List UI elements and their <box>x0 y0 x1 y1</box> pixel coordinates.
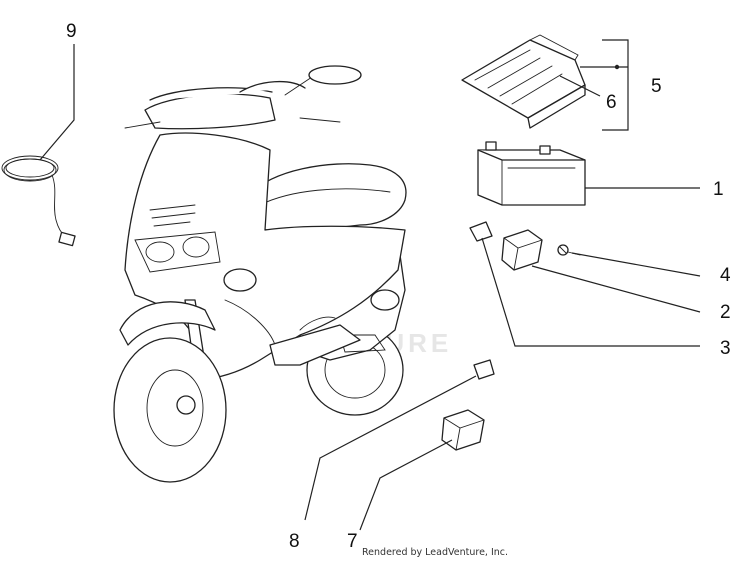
callout-2: 2 <box>720 302 731 323</box>
part-1-battery <box>477 141 586 206</box>
render-credit: Rendered by LeadVenture, Inc. <box>362 547 508 558</box>
callout-9: 9 <box>66 21 77 42</box>
scooter-illustration <box>113 65 407 483</box>
callout-5: 5 <box>651 76 662 97</box>
part-3-clip <box>469 221 493 242</box>
callout-8: 8 <box>289 531 300 552</box>
callout-6: 6 <box>606 92 617 113</box>
callout-3: 3 <box>720 338 731 359</box>
callout-1: 1 <box>713 179 724 200</box>
callout-labels: 9 5 6 1 4 2 3 8 7 <box>66 21 731 552</box>
callout-7: 7 <box>347 531 358 552</box>
part-2-relay <box>501 229 543 271</box>
leader-lines <box>39 39 701 531</box>
callout-4: 4 <box>720 265 731 286</box>
part-8-clip <box>473 359 495 380</box>
part-5-battery-cover <box>461 34 586 129</box>
part-9-wiring-harness <box>1 155 76 247</box>
part-7-relay <box>441 409 485 451</box>
